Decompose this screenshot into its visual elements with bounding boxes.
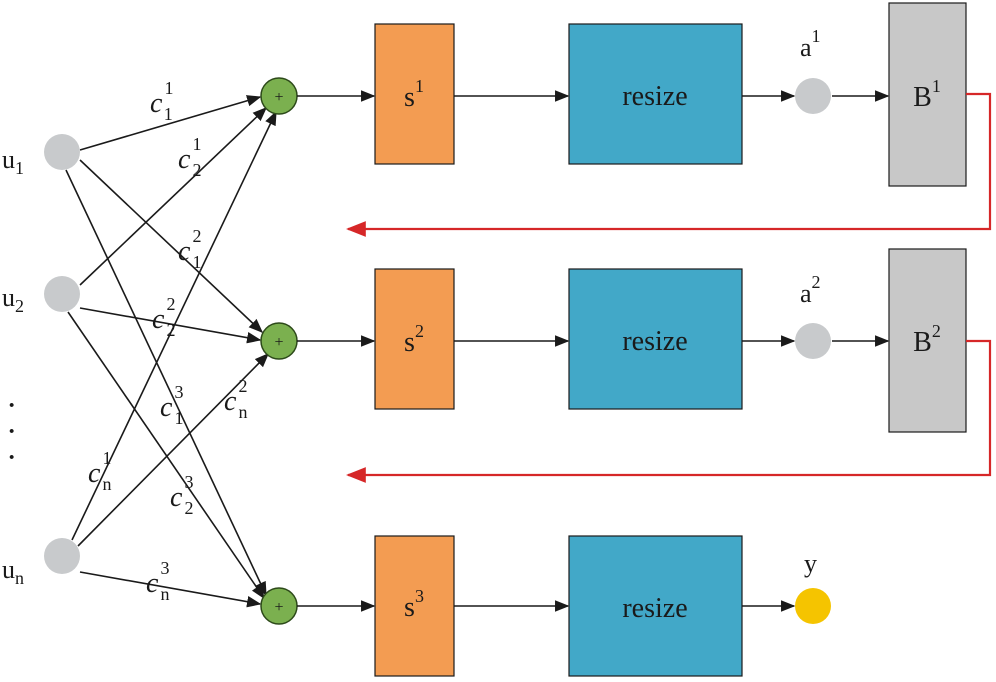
input-node-u1	[44, 134, 80, 170]
edge-u2-sum3	[67, 311, 265, 600]
edge-un-sum3	[79, 571, 262, 608]
sum-node-2: +	[260, 322, 298, 360]
input-edges	[65, 95, 277, 608]
edge-u1-sum1	[79, 95, 262, 151]
edge-un-sum2	[77, 352, 270, 547]
s-block-3-label: s3	[404, 586, 424, 623]
resize-block-1-label: resize	[622, 81, 687, 112]
b-block-1-label: B1	[913, 76, 941, 113]
hidden-node-a2	[795, 323, 831, 359]
feedback-path-1	[346, 92, 992, 237]
edge-un-sum1	[71, 110, 277, 541]
b-block-1	[888, 2, 967, 187]
resize-block-2	[568, 268, 743, 410]
pipeline-edges	[297, 90, 890, 612]
sum-symbol: +	[274, 599, 283, 616]
s-block-2	[374, 268, 455, 410]
s-block-3	[374, 535, 455, 677]
ellipsis-dot-3: ·	[6, 439, 17, 476]
edge-u1-sum3	[65, 169, 267, 597]
edge-u2-sum1	[79, 107, 268, 286]
resize-block-3	[568, 535, 743, 677]
s-block-1-label: s1	[404, 76, 424, 113]
feedback-path-2	[346, 339, 992, 483]
output-node-y-label: y	[804, 549, 817, 578]
resize-block-2-label: resize	[622, 326, 687, 357]
sum-node-3: +	[260, 587, 298, 625]
input-node-u2	[44, 276, 80, 312]
sum-symbol: +	[274, 334, 283, 351]
sum-symbol: +	[274, 89, 283, 106]
edge-u2-sum2	[79, 307, 262, 344]
b-block-2-label: B2	[913, 321, 941, 358]
hidden-node-a1-label: a1	[800, 26, 821, 62]
b-block-2	[888, 248, 967, 433]
resize-block-3-label: resize	[622, 593, 687, 624]
hidden-node-a1	[795, 78, 831, 114]
input-node-un	[44, 538, 80, 574]
input-label-u1: u1	[2, 145, 24, 178]
ellipsis-dot-1: ·	[6, 387, 17, 424]
ellipsis-dot-2: ·	[6, 413, 17, 450]
input-label-un: un	[2, 555, 24, 588]
edge-u1-sum2	[79, 159, 264, 333]
output-node-y	[795, 588, 831, 624]
hidden-node-a2-label: a2	[800, 272, 821, 308]
resize-block-1	[568, 23, 743, 165]
input-nodes	[44, 134, 80, 574]
s-block-1	[374, 23, 455, 165]
sum-node-1: +	[260, 77, 298, 115]
input-label-u2: u2	[2, 283, 24, 316]
s-block-2-label: s2	[404, 321, 424, 358]
